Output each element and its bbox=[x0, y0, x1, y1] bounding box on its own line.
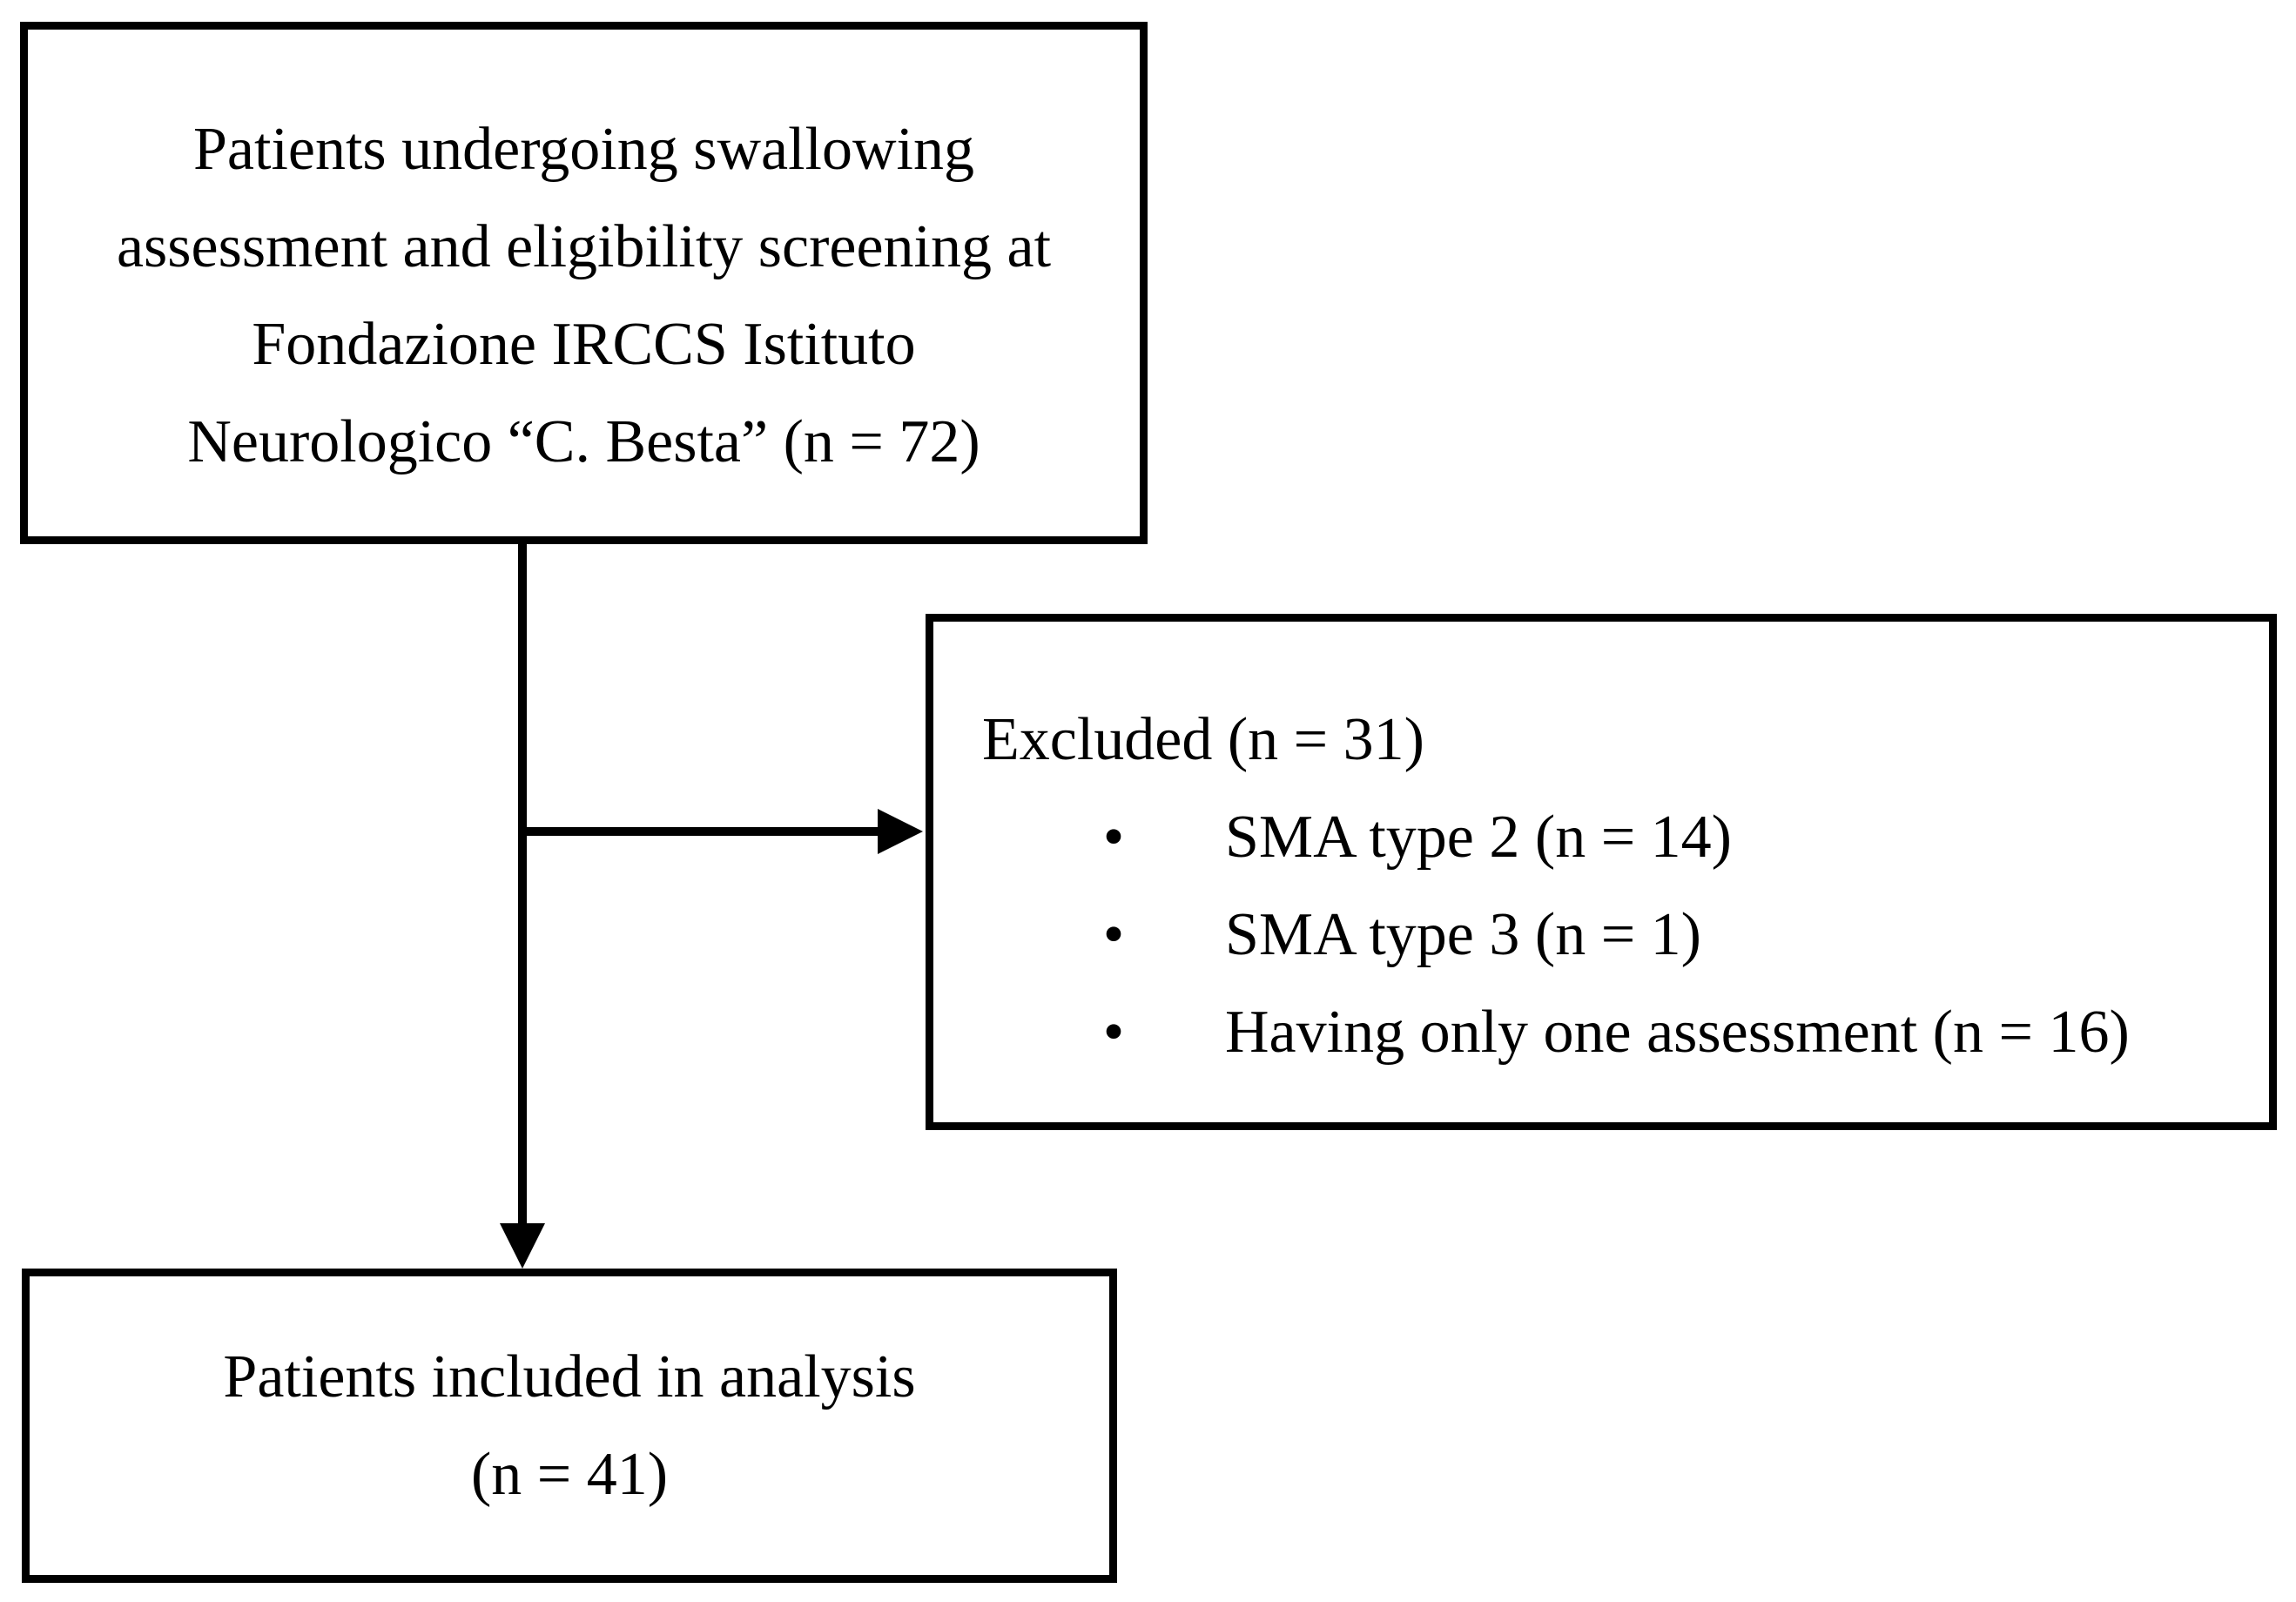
excluded-item-text: Having only one assessment (n = 16) bbox=[1225, 999, 2130, 1066]
arrowhead-down-icon bbox=[500, 1223, 545, 1269]
excluded-list: • SMA type 2 (n = 14) • SMA type 3 (n = … bbox=[933, 789, 2252, 1081]
excluded-item-text: SMA type 2 (n = 14) bbox=[1225, 804, 1732, 871]
screening-box-line: Neurologico “C. Besta” (n = 72) bbox=[187, 408, 980, 475]
connector-horizontal-line bbox=[522, 827, 879, 836]
bullet-icon: • bbox=[1102, 999, 1125, 1066]
included-box-line: Patients included in analysis bbox=[223, 1343, 916, 1410]
excluded-list-item: • SMA type 2 (n = 14) bbox=[933, 789, 2252, 886]
excluded-list-item: • SMA type 3 (n = 1) bbox=[933, 886, 2252, 984]
screening-box-line: Patients undergoing swallowing bbox=[193, 116, 974, 183]
screening-box: Patients undergoing swallowing assessmen… bbox=[20, 22, 1148, 544]
screening-box-line: assessment and eligibility screening at bbox=[116, 213, 1052, 280]
excluded-heading: Excluded (n = 31) bbox=[982, 706, 1424, 773]
excluded-list-item: • Having only one assessment (n = 16) bbox=[933, 984, 2252, 1081]
included-box: Patients included in analysis (n = 41) bbox=[22, 1269, 1117, 1583]
included-box-line: (n = 41) bbox=[470, 1440, 669, 1508]
excluded-box: Excluded (n = 31) • SMA type 2 (n = 14) … bbox=[926, 614, 2277, 1130]
bullet-icon: • bbox=[1102, 804, 1125, 871]
screening-box-line: Fondazione IRCCS Istituto bbox=[252, 311, 916, 378]
arrowhead-right-icon bbox=[878, 809, 923, 854]
bullet-icon: • bbox=[1102, 901, 1125, 968]
excluded-item-text: SMA type 3 (n = 1) bbox=[1225, 901, 1701, 968]
connector-vertical-line bbox=[518, 544, 527, 1225]
